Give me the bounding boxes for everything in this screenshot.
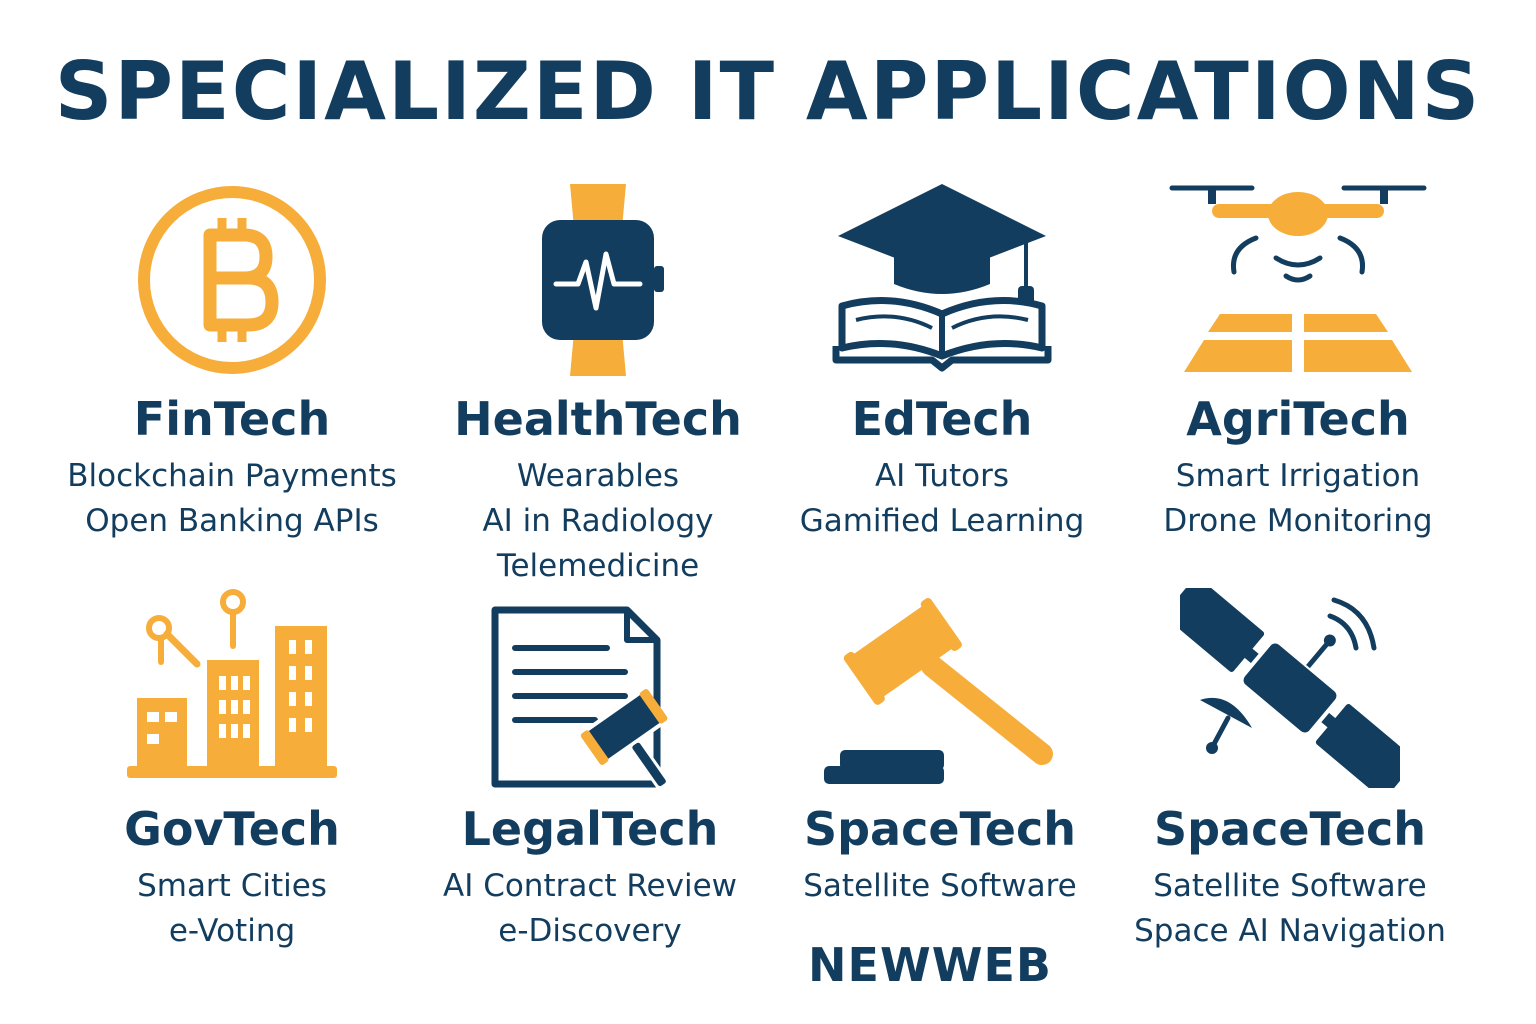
category-item: Open Banking APIs	[85, 503, 379, 539]
category-fintech: FinTech Blockchain Payments Open Banking…	[42, 180, 422, 544]
page-title: SPECIALIZED IT APPLICATIONS	[54, 45, 1482, 138]
category-title: AgriTech	[1186, 392, 1410, 446]
category-item: Satellite Software	[1153, 868, 1427, 904]
category-item: AI Contract Review	[442, 868, 737, 904]
category-item: AI Tutors	[874, 458, 1010, 494]
category-govtech: GovTech Smart Cities e-Voting	[42, 588, 422, 954]
category-healthtech: HealthTech Wearables AI in Radiology Tel…	[408, 180, 788, 589]
category-edtech: EdTech AI Tutors Gamified Learning	[752, 180, 1132, 544]
category-title: FinTech	[133, 392, 331, 446]
category-item: e-Voting	[168, 913, 296, 949]
category-spacetech-1: SpaceTech Satellite Software	[750, 588, 1130, 909]
category-item: Blockchain Payments	[67, 458, 397, 494]
category-legaltech: LegalTech AI Contract Review e-Discovery	[400, 588, 780, 954]
category-item: Smart Cities	[137, 868, 327, 904]
smart-city-icon	[127, 589, 337, 778]
category-item: Telemedicine	[496, 548, 700, 584]
category-item: Gamified Learning	[799, 503, 1085, 539]
category-item: Wearables	[516, 458, 680, 494]
category-agritech: AgriTech Smart Irrigation Drone Monitori…	[1108, 180, 1488, 544]
contract-gavel-icon	[491, 606, 669, 788]
category-title: LegalTech	[461, 802, 719, 856]
brand-mark: NEWWEB	[808, 938, 1052, 992]
category-title: SpaceTech	[803, 802, 1077, 856]
category-item: Space AI Navigation	[1134, 913, 1446, 949]
drone-field-icon	[1169, 185, 1427, 372]
category-item: Satellite Software	[803, 868, 1077, 904]
category-item: e-Discovery	[498, 913, 682, 949]
category-title: HealthTech	[454, 392, 742, 446]
category-title: EdTech	[851, 392, 1033, 446]
category-spacetech-2: SpaceTech Satellite Software Space AI Na…	[1100, 588, 1480, 954]
gavel-icon	[824, 598, 1053, 784]
category-title: GovTech	[124, 802, 340, 856]
bitcoin-icon	[138, 186, 326, 374]
category-item: Drone Monitoring	[1163, 503, 1433, 539]
category-title: SpaceTech	[1153, 802, 1427, 856]
category-item: Smart Irrigation	[1175, 458, 1421, 494]
graduation-cap-book-icon	[832, 184, 1052, 372]
satellite-icon	[1180, 588, 1400, 788]
category-item: AI in Radiology	[482, 503, 714, 539]
smartwatch-heartbeat-icon	[542, 184, 664, 376]
